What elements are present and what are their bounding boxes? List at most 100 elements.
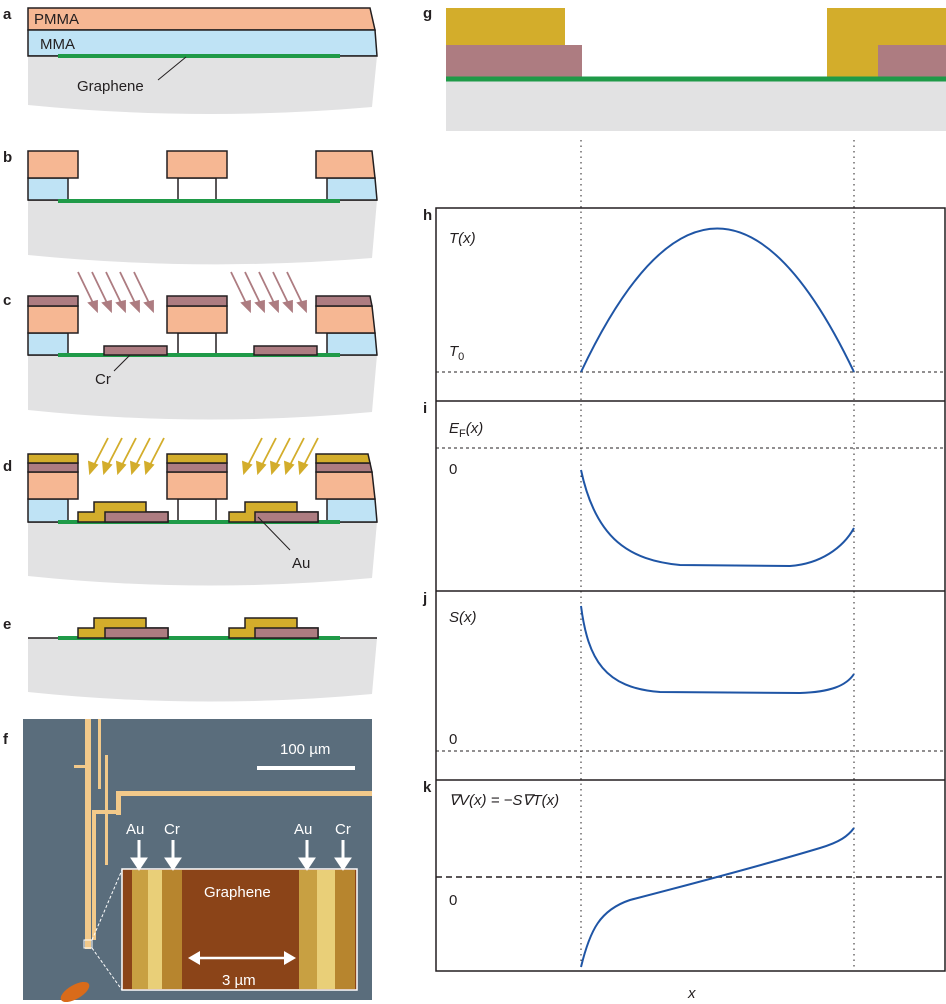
panel-b: b: [3, 149, 378, 265]
mma-middle-undercut: [177, 332, 217, 356]
panel-label-e: e: [3, 616, 11, 633]
panel-label-j: j: [422, 590, 427, 607]
pmma-right: [315, 305, 376, 334]
cr-deposit-right: [254, 511, 319, 523]
panel-e: e: [3, 616, 377, 702]
cr-block-right: [878, 45, 946, 79]
cr-top-left: [27, 295, 79, 307]
plots: h i j k T(x) T0 EF(x) 0 S(x) 0 ∇V(x) = −…: [422, 207, 946, 1002]
inset-cr-strip-right: [335, 870, 355, 989]
mma-layer: [27, 29, 378, 57]
mma-middle-undercut: [177, 498, 217, 523]
pointer-label-cr-1: Cr: [164, 821, 180, 838]
graphene-label: Graphene: [77, 78, 144, 95]
cr-label: Cr: [95, 371, 111, 388]
h-ylabel: T(x): [449, 230, 476, 247]
k-zero-label: 0: [449, 892, 457, 909]
pmma-middle: [166, 471, 228, 500]
k-voltage-gradient-curve: [580, 827, 855, 968]
scale-bar: [257, 766, 355, 770]
inset-au-strip-left: [132, 870, 148, 989]
j-zero-label: 0: [449, 731, 457, 748]
au-leader: [257, 516, 291, 551]
panel-label-h: h: [423, 207, 432, 224]
cr-deposit-left: [104, 511, 169, 523]
pmma-left: [27, 305, 79, 334]
substrate: [28, 638, 377, 702]
au-block-left: [446, 8, 565, 45]
panel-label-d: d: [3, 458, 12, 475]
pointer-label-au-2: Au: [294, 821, 312, 838]
cr-top-middle: [166, 462, 228, 473]
panel-label-a: a: [3, 6, 12, 23]
debris-blob: [60, 981, 90, 1003]
mma-left: [27, 498, 69, 523]
mma-middle-undercut: [177, 177, 217, 201]
cr-contact-left: [104, 627, 169, 639]
mma-right: [326, 498, 378, 523]
au-label: Au: [292, 555, 310, 572]
inset-au-strip-right: [299, 870, 317, 989]
cr-top-left: [27, 462, 79, 473]
panel-label-b: b: [3, 149, 12, 166]
pointer-arrows: [130, 840, 352, 871]
cr-leader: [113, 354, 131, 372]
panel-c: c Cr: [3, 271, 378, 420]
inset-arrowhead-left: [188, 951, 200, 965]
device-leads: [74, 719, 372, 949]
cr-deposit-right: [253, 345, 318, 356]
cr-evaporation-arrows: [77, 271, 307, 314]
cr-contact-right: [254, 627, 319, 639]
j-ylabel: S(x): [449, 609, 477, 626]
plot-frame: [435, 207, 946, 972]
panel-d: d Au: [3, 437, 378, 586]
cr-block-left: [446, 45, 582, 79]
pointer-label-cr-2: Cr: [335, 821, 351, 838]
substrate: [446, 80, 946, 131]
panel-label-c: c: [3, 292, 11, 309]
inset-cr-strip-left: [162, 870, 182, 989]
cr-top-right: [315, 462, 373, 473]
zoom-line-top: [91, 869, 123, 941]
pmma-left: [27, 471, 79, 500]
mma-label: MMA: [40, 36, 75, 53]
inset-au-strip-left-bright: [148, 870, 162, 989]
au-top-left: [27, 453, 79, 464]
substrate: [28, 56, 377, 115]
au-top-right: [315, 453, 371, 464]
scale-bar-label: 100 µm: [280, 741, 330, 758]
cr-top-right: [315, 295, 373, 307]
cr-top-middle: [166, 295, 228, 307]
panel-f: f 100 µm Graphene 3 µm: [3, 719, 372, 1003]
au-evaporation-arrows: [87, 437, 319, 476]
h-baseline-label: T0: [449, 343, 464, 363]
panel-label-f: f: [3, 731, 9, 748]
mma-right: [326, 177, 378, 201]
j-seebeck-curve: [580, 605, 855, 695]
i-ylabel: EF(x): [449, 420, 483, 440]
panel-label-k: k: [423, 779, 432, 796]
panel-label-g: g: [423, 5, 432, 22]
graphene-leader: [157, 56, 187, 81]
pmma-middle: [166, 150, 228, 179]
mma-right: [326, 332, 378, 356]
substrate: [28, 200, 377, 265]
inset-au-strip-right-bright: [317, 870, 335, 989]
au-top-middle: [166, 453, 228, 464]
pmma-middle: [166, 305, 228, 334]
zoom-box: [83, 939, 93, 949]
inset-distance-label: 3 µm: [222, 972, 256, 989]
pmma-label: PMMA: [34, 11, 79, 28]
mma-left: [27, 332, 69, 356]
x-axis-label: x: [687, 985, 696, 1002]
cr-deposit-left: [103, 345, 168, 356]
pmma-layer: [27, 7, 376, 31]
pmma-right: [315, 471, 376, 500]
pmma-left: [27, 150, 79, 179]
panel-label-i: i: [423, 400, 427, 417]
inset-arrowhead-right: [284, 951, 296, 965]
substrate: [28, 355, 377, 420]
substrate: [28, 522, 377, 586]
h-temperature-curve: [580, 227, 855, 373]
